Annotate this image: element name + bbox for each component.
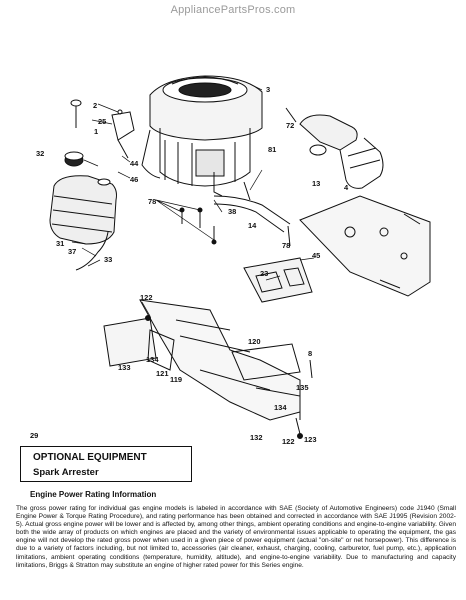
callout: 121 xyxy=(156,369,169,378)
frame-assembly xyxy=(103,299,313,439)
parts-diagram: 2 3 25 1 72 32 44 81 46 13 4 78 38 14 31… xyxy=(30,75,431,445)
callout: 45 xyxy=(312,251,320,260)
engine-power-body: The gross power rating for individual ga… xyxy=(16,505,456,569)
callout: 38 xyxy=(228,207,236,216)
callout: 3 xyxy=(266,85,270,94)
exhaust-pipe xyxy=(213,195,291,233)
callout: 29 xyxy=(30,431,38,440)
callout: 8 xyxy=(308,349,312,358)
fuel-line xyxy=(75,231,109,271)
callout: 44 xyxy=(130,159,139,168)
engine xyxy=(141,75,263,197)
callout: 122 xyxy=(282,437,295,445)
callout: 133 xyxy=(118,363,131,372)
callout: 23 xyxy=(260,269,268,278)
callout: 78 xyxy=(282,241,290,250)
watermark: AppliancePartsPros.com xyxy=(170,4,296,16)
callout: 78 xyxy=(148,197,156,206)
callout: 2 xyxy=(93,101,97,110)
callout: 46 xyxy=(130,175,138,184)
callout: 25 xyxy=(98,117,106,126)
callout: 31 xyxy=(56,239,64,248)
throttle-linkage xyxy=(70,99,135,159)
callout: 134 xyxy=(274,403,287,412)
optional-equipment-box: OPTIONAL EQUIPMENT Spark Arrester xyxy=(20,446,192,482)
engine-plate xyxy=(299,195,431,297)
callout-labels: 2 3 25 1 72 32 44 81 46 13 4 78 38 14 31… xyxy=(30,85,349,445)
callout: 37 xyxy=(68,247,76,256)
callout: 72 xyxy=(286,121,294,130)
engine-power-heading: Engine Power Rating Information xyxy=(30,490,157,499)
callout: 123 xyxy=(304,435,317,444)
optional-equipment-item: Spark Arrester xyxy=(33,467,99,478)
callout: 119 xyxy=(170,375,182,384)
heat-shield xyxy=(243,257,313,303)
callout: 132 xyxy=(250,433,263,442)
callout: 13 xyxy=(312,179,320,188)
optional-equipment-title: OPTIONAL EQUIPMENT xyxy=(33,452,147,463)
callout: 32 xyxy=(36,149,44,158)
callout: 1 xyxy=(94,127,98,136)
callout: 120 xyxy=(248,337,261,346)
callout: 81 xyxy=(268,145,276,154)
callout: 135 xyxy=(296,383,309,392)
callout: 4 xyxy=(344,183,349,192)
leader-lines xyxy=(71,83,315,317)
callout: 134 xyxy=(146,355,159,364)
callout: 14 xyxy=(248,221,257,230)
callout: 122 xyxy=(140,293,153,302)
fuel-tank xyxy=(49,151,117,245)
callout: 33 xyxy=(104,255,112,264)
muffler xyxy=(285,107,384,189)
